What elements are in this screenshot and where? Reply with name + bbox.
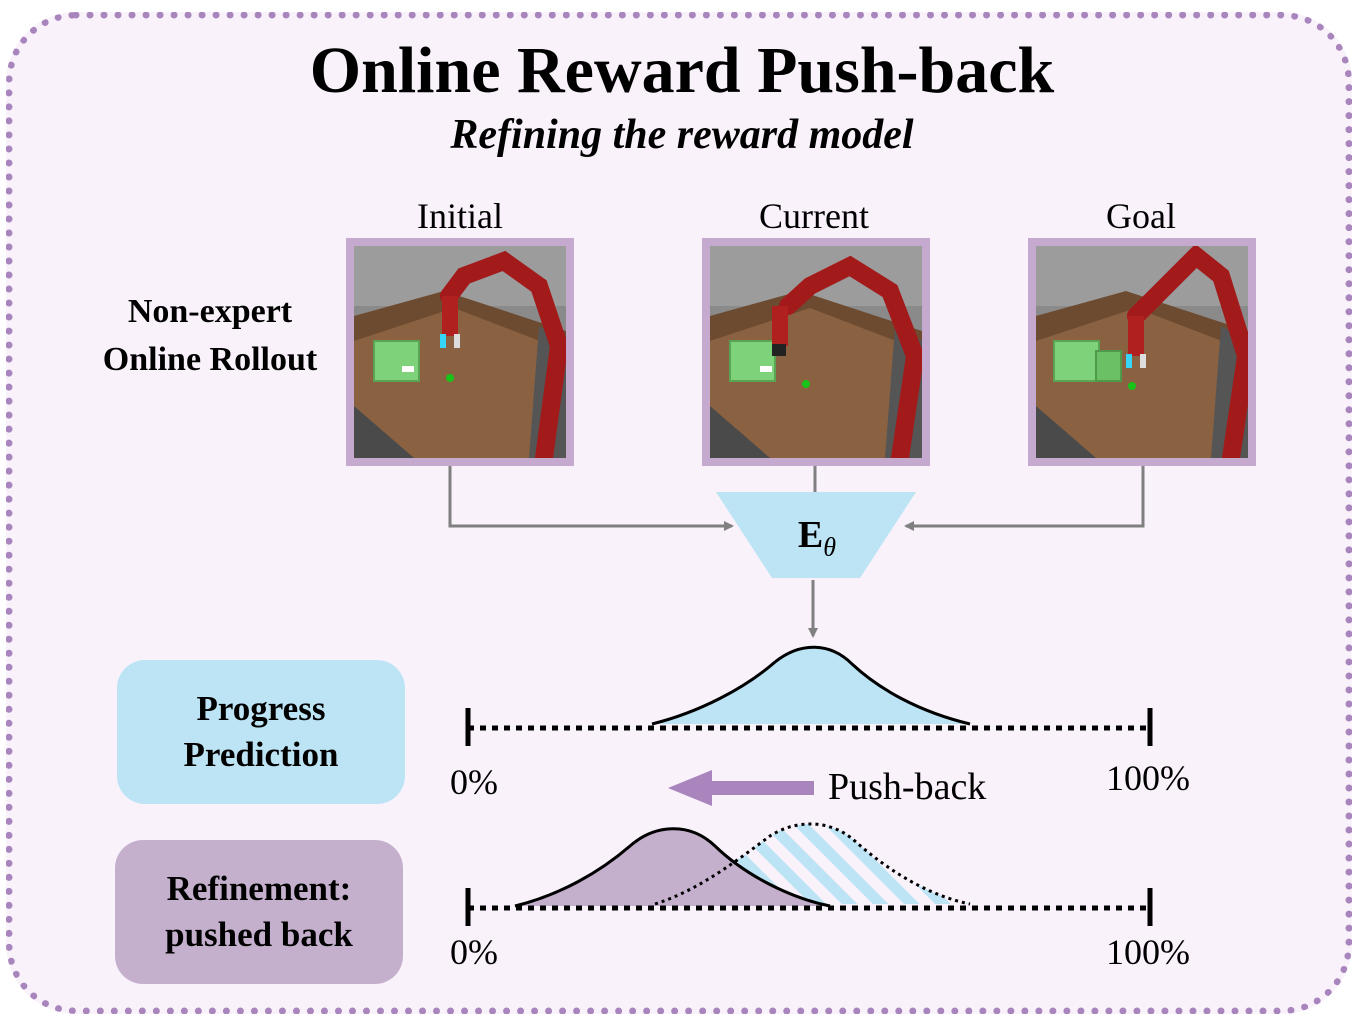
scene-image-current <box>702 238 930 466</box>
page-title: Online Reward Push-back <box>309 34 1055 107</box>
frame-label-goal: Goal <box>1106 196 1176 236</box>
scene-image-goal <box>1028 238 1256 466</box>
frame-label-initial: Initial <box>417 196 503 236</box>
refined-distribution <box>515 828 830 906</box>
encoder-label: Eθ <box>772 516 862 561</box>
frame-label-current: Current <box>759 196 869 236</box>
robot-scene-goal <box>1036 246 1248 458</box>
scene-image-initial <box>346 238 574 466</box>
progress-axis-max-label: 100% <box>1106 758 1190 798</box>
pushback-label: Push-back <box>828 766 987 808</box>
encoder-subscript: θ <box>823 532 837 562</box>
refinement-box: Refinement: pushed back <box>115 840 403 984</box>
refinement-axis-max-label: 100% <box>1106 932 1190 972</box>
refinement-label: Refinement: pushed back <box>165 869 353 954</box>
encoder-symbol: E <box>797 514 824 556</box>
rollout-label: Non-expert Online Rollout <box>102 293 318 378</box>
robot-scene-current <box>710 246 922 458</box>
progress-prediction-box: Progress Prediction <box>117 660 405 804</box>
robot-scene-initial <box>354 246 566 458</box>
pushback-arrow-head <box>668 770 712 806</box>
connector-goal <box>904 466 1145 531</box>
original-distribution-curve <box>654 822 971 906</box>
progress-distribution <box>652 647 970 724</box>
page-subtitle: Refining the reward model <box>450 112 914 158</box>
refined-distribution-curve <box>514 827 831 908</box>
connector-initial <box>448 466 734 531</box>
progress-distribution-curve <box>651 645 971 726</box>
progress-axis-min-label: 0% <box>450 762 498 802</box>
refinement-axis-min-label: 0% <box>450 932 498 972</box>
progress-prediction-label: Progress Prediction <box>183 689 339 774</box>
encoder-block <box>716 492 916 578</box>
